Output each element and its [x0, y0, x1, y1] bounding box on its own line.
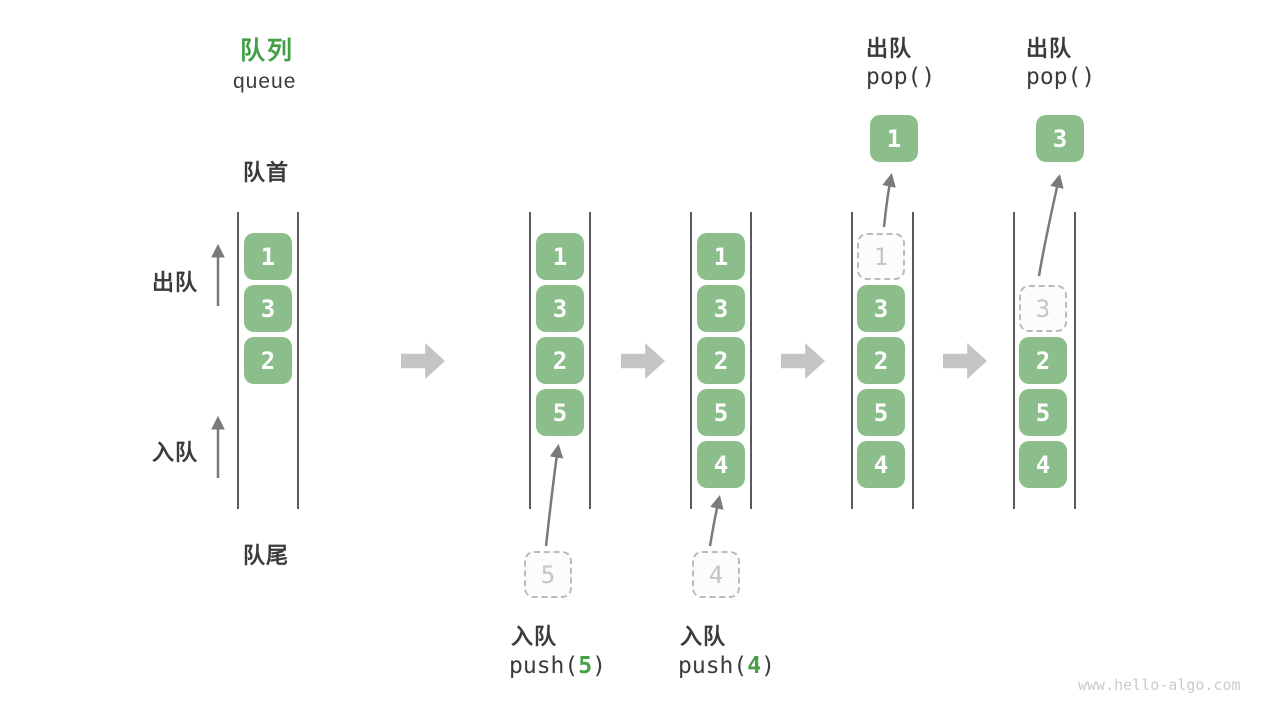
- popped-cell: 1: [870, 115, 918, 162]
- push-op-code: push(5): [509, 653, 606, 679]
- queue-front-label: 队首: [243, 160, 290, 185]
- pending-push-cell: 5: [524, 551, 572, 598]
- push-code-arg: 5: [578, 653, 593, 679]
- pending-push-cell: 4: [692, 551, 740, 598]
- push-code-post: ): [761, 653, 775, 679]
- queue-wall: [750, 212, 752, 509]
- queue-cell: 5: [1019, 389, 1067, 436]
- queue-cell: 3: [536, 285, 584, 332]
- queue-cell: 5: [697, 389, 745, 436]
- queue-wall: [589, 212, 591, 509]
- queue-wall: [690, 212, 692, 509]
- queue-cell: 2: [857, 337, 905, 384]
- push-code-arg: 4: [747, 653, 762, 679]
- queue-wall: [529, 212, 531, 509]
- push-code-pre: push(: [678, 653, 748, 679]
- dequeue-side-label: 出队: [152, 270, 199, 295]
- push-4-arrow-icon: [708, 494, 724, 547]
- pop-op-code: pop(): [866, 64, 936, 90]
- push-op-label: 入队: [511, 624, 558, 649]
- pop-op-label: 出队: [866, 36, 913, 61]
- queue-wall: [912, 212, 914, 509]
- queue-wall: [1074, 212, 1076, 509]
- queue-cell: 1: [697, 233, 745, 280]
- removed-cell-slot: 1: [857, 233, 905, 280]
- queue-wall: [851, 212, 853, 509]
- push-code-pre: push(: [509, 653, 579, 679]
- queue-wall: [297, 212, 299, 509]
- queue-cell: 3: [244, 285, 292, 332]
- pop-3-arrow-icon: [1037, 173, 1064, 277]
- queue-cell: 1: [244, 233, 292, 280]
- queue-cell: 5: [536, 389, 584, 436]
- push-5-arrow-icon: [544, 443, 564, 547]
- queue-cell: 2: [1019, 337, 1067, 384]
- queue-wall: [237, 212, 239, 509]
- pop-1-arrow-icon: [882, 172, 896, 228]
- push-op-code: push(4): [678, 653, 775, 679]
- state-transition-arrow-icon: [943, 343, 987, 379]
- pop-op-code: pop(): [1026, 64, 1096, 90]
- queue-rear-label: 队尾: [243, 543, 290, 568]
- pop-op-label: 出队: [1026, 36, 1073, 61]
- queue-wall: [1013, 212, 1015, 509]
- state-transition-arrow-icon: [621, 343, 665, 379]
- queue-cell: 5: [857, 389, 905, 436]
- queue-cell: 2: [244, 337, 292, 384]
- queue-cell: 4: [697, 441, 745, 488]
- queue-cell: 2: [697, 337, 745, 384]
- queue-cell: 4: [857, 441, 905, 488]
- push-code-post: ): [592, 653, 606, 679]
- removed-cell-slot: 3: [1019, 285, 1067, 332]
- queue-cell: 4: [1019, 441, 1067, 488]
- popped-cell: 3: [1036, 115, 1084, 162]
- state-transition-arrow-icon: [781, 343, 825, 379]
- watermark: www.hello-algo.com: [1078, 676, 1241, 694]
- queue-cell: 2: [536, 337, 584, 384]
- page-subtitle: queue: [233, 70, 297, 93]
- queue-cell: 1: [536, 233, 584, 280]
- queue-cell: 3: [697, 285, 745, 332]
- push-op-label: 入队: [680, 624, 727, 649]
- queue-cell: 3: [857, 285, 905, 332]
- enqueue-side-label: 入队: [152, 440, 199, 465]
- page-title: 队列: [240, 37, 295, 65]
- state-transition-arrow-icon: [401, 343, 445, 379]
